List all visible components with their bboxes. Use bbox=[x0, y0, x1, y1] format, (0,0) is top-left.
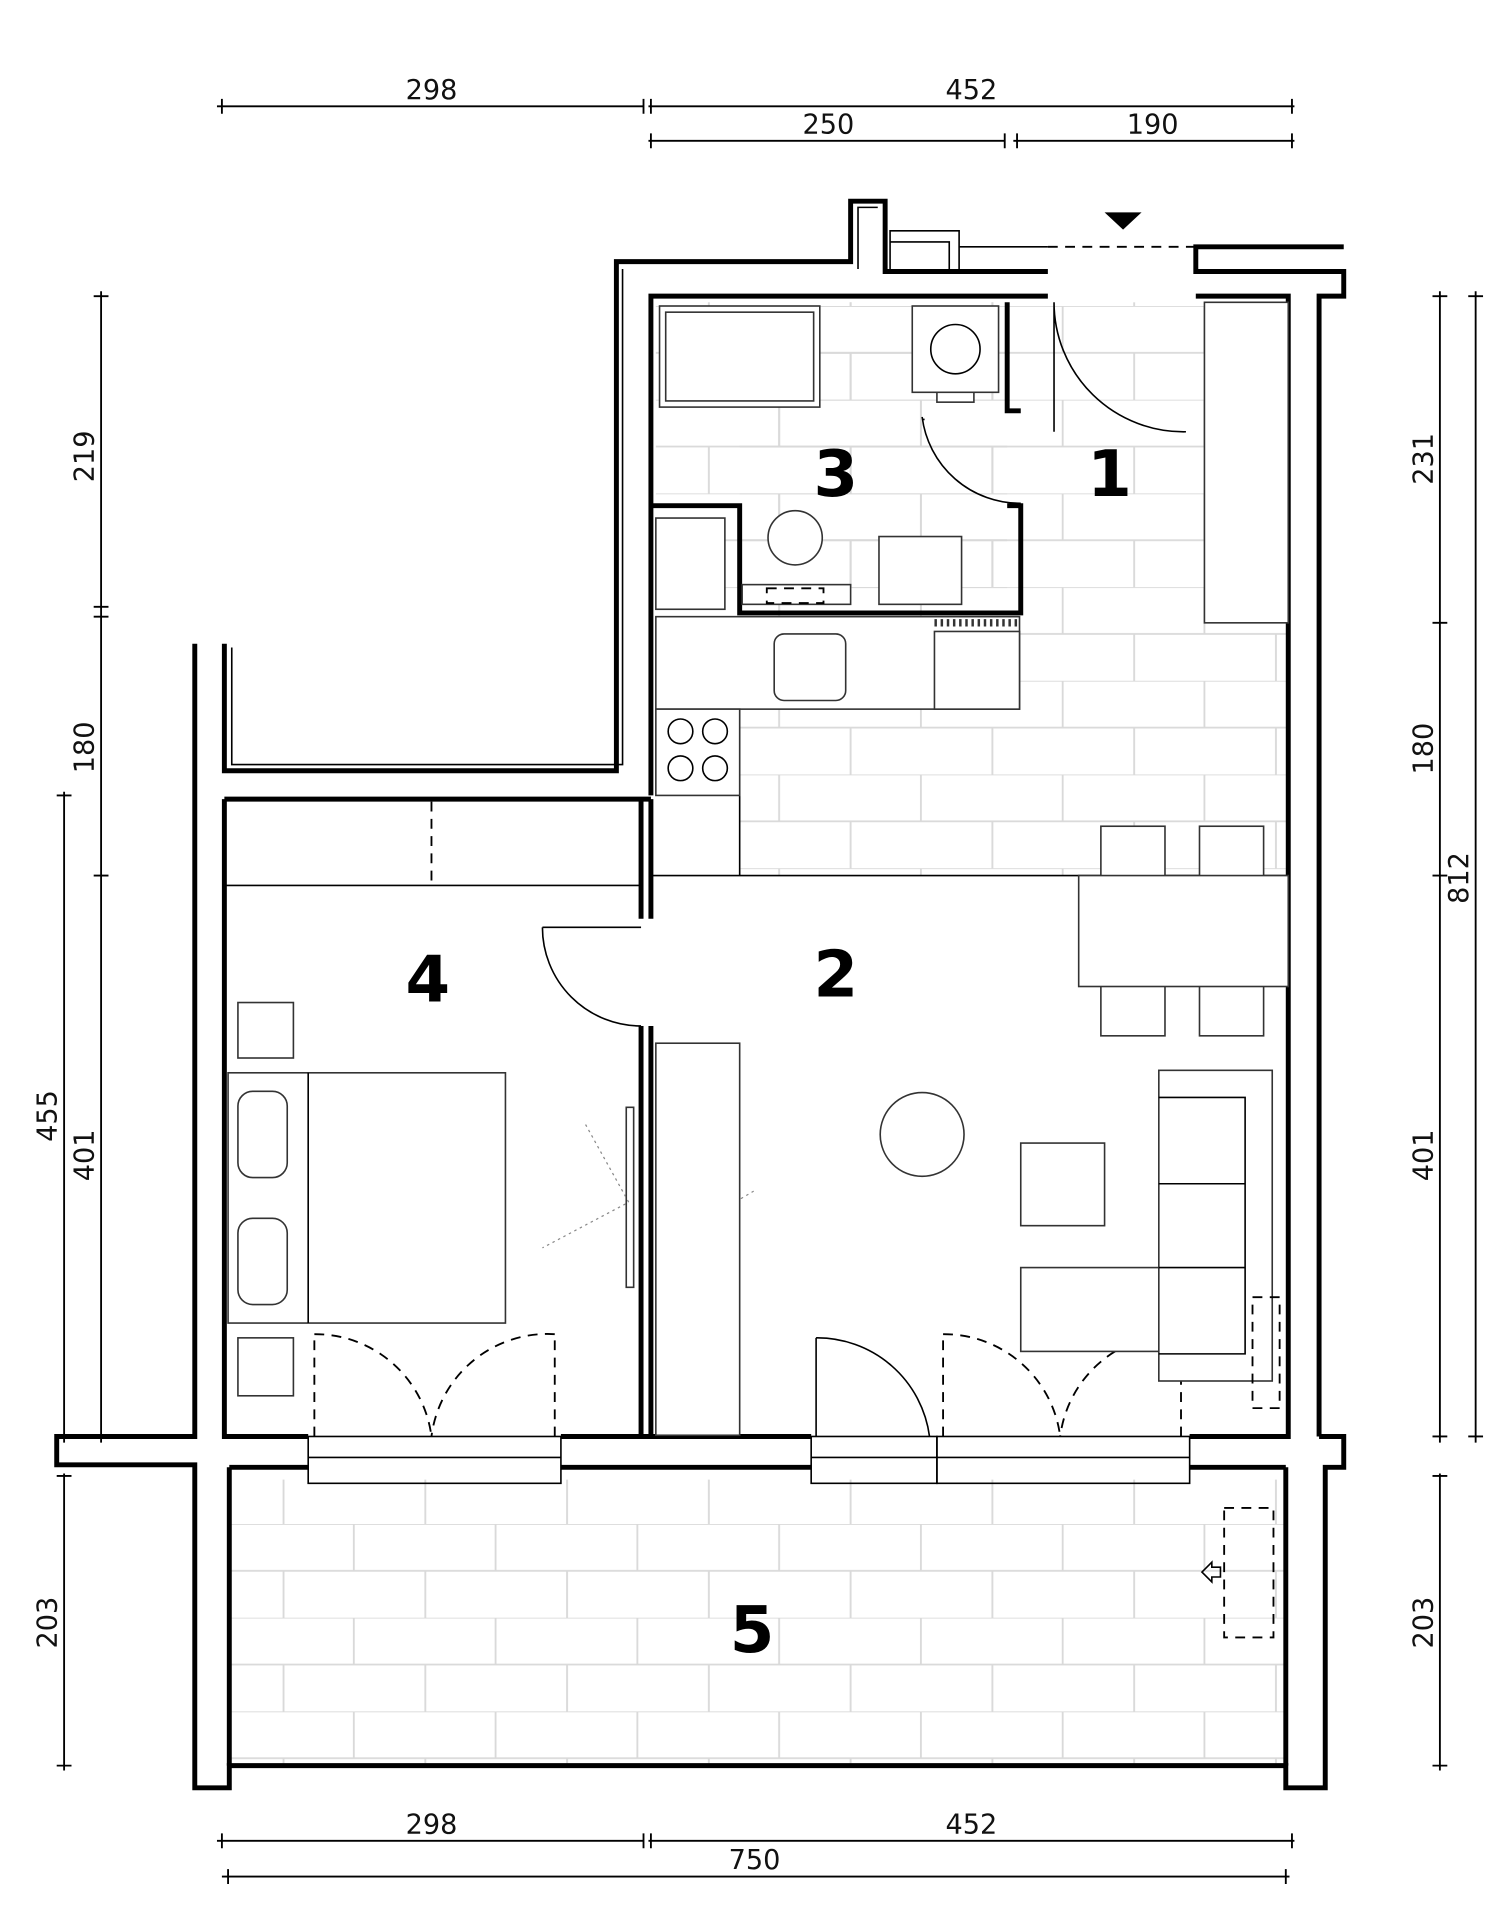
entrance-arrow-icon bbox=[1104, 212, 1142, 230]
dim-top-sub-right: 190 bbox=[1127, 109, 1179, 140]
dim-bottom-right: 452 bbox=[946, 1809, 998, 1840]
dim-right-401: 401 bbox=[1408, 1130, 1439, 1182]
wardrobe-living bbox=[655, 1042, 741, 1437]
wardrobe-hall bbox=[1203, 301, 1290, 624]
sofa bbox=[1158, 1069, 1274, 1382]
balcony-tiles bbox=[229, 1479, 1285, 1764]
tv-bench bbox=[1019, 1266, 1164, 1353]
dim-left-455: 455 bbox=[33, 1090, 64, 1142]
dim-left-219: 219 bbox=[70, 431, 101, 483]
dim-right-231: 231 bbox=[1408, 433, 1439, 485]
room-number-2: 2 bbox=[814, 938, 859, 1012]
dim-left-203: 203 bbox=[33, 1597, 64, 1649]
balcony-storage bbox=[1223, 1507, 1275, 1639]
dim-left-180: 180 bbox=[70, 721, 101, 773]
room-number-1: 1 bbox=[1087, 438, 1132, 512]
dim-top-sub-left: 250 bbox=[803, 109, 855, 140]
nightstand bbox=[237, 1001, 295, 1059]
dining-table bbox=[1077, 874, 1290, 988]
room-number-5: 5 bbox=[730, 1594, 775, 1668]
coffee-table bbox=[879, 1091, 965, 1178]
dim-left-401: 401 bbox=[70, 1130, 101, 1182]
room-number-4: 4 bbox=[405, 943, 450, 1017]
dimension-lines bbox=[56, 98, 1484, 1884]
furniture bbox=[227, 301, 1290, 1639]
windows bbox=[307, 1435, 1191, 1485]
armchair bbox=[1019, 1142, 1106, 1227]
dim-bottom-total: 750 bbox=[729, 1845, 781, 1876]
toilet bbox=[767, 509, 824, 566]
dim-right-203: 203 bbox=[1408, 1597, 1439, 1649]
dim-top-left: 298 bbox=[406, 75, 458, 106]
washing-machine bbox=[911, 305, 1000, 394]
room-number-3: 3 bbox=[814, 438, 859, 512]
bathroom-sink bbox=[878, 535, 963, 606]
dim-right-812: 812 bbox=[1444, 852, 1475, 904]
dim-top-right: 452 bbox=[946, 75, 998, 106]
boiler bbox=[655, 517, 726, 611]
nightstand bbox=[237, 1337, 295, 1397]
stove bbox=[655, 708, 741, 797]
dim-bottom-left: 298 bbox=[406, 1809, 458, 1840]
dim-right-180: 180 bbox=[1408, 723, 1439, 775]
